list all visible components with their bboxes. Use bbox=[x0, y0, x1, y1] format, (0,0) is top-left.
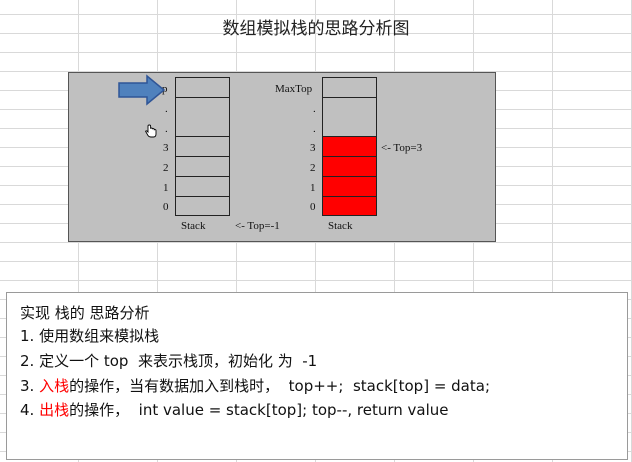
right-label-3: 3 bbox=[310, 142, 316, 154]
left-label-0: 0 bbox=[163, 201, 169, 213]
left-stack-cell-gap bbox=[175, 97, 230, 137]
note-item-3-text: 的操作，当有数据加入到栈时， top++; stack[top] = data; bbox=[69, 377, 491, 395]
right-label-0: 0 bbox=[310, 201, 316, 213]
left-top-pointer: <- Top=-1 bbox=[235, 220, 280, 232]
note-item-2-text: 2. 定义一个 top 来表示栈顶，初始化 为 -1 bbox=[20, 352, 318, 370]
notes-heading: 实现 栈的 思路分析 bbox=[20, 304, 150, 322]
left-stack-cell-3 bbox=[175, 136, 230, 157]
right-top-pointer: <- Top=3 bbox=[381, 142, 423, 154]
left-stack-cell-top bbox=[175, 77, 230, 98]
note-item-4-text: 的操作， int value = stack[top]; top--, retu… bbox=[69, 401, 449, 419]
note-item-3-prefix: 3. bbox=[20, 377, 40, 395]
left-label-1: 1 bbox=[163, 182, 169, 194]
note-item-4-keyword: 出栈 bbox=[39, 401, 70, 419]
notes-panel: 实现 栈的 思路分析 1. 使用数组来模拟栈 2. 定义一个 top 来表示栈顶… bbox=[6, 292, 628, 460]
arrow-right-icon bbox=[118, 74, 166, 106]
note-item-2: 2. 定义一个 top 来表示栈顶，初始化 为 -1 bbox=[20, 350, 317, 371]
right-stack-cell-0 bbox=[322, 196, 377, 216]
note-item-4: 4. 出栈的操作， int value = stack[top]; top--,… bbox=[20, 399, 449, 420]
hand-cursor-icon bbox=[145, 124, 157, 138]
left-label-dot-2: . bbox=[165, 123, 168, 135]
left-stack-cell-2 bbox=[175, 156, 230, 177]
right-label-dot-1: . bbox=[313, 103, 316, 115]
right-stack-cell-2 bbox=[322, 156, 377, 177]
diagram-title: 数组模拟栈的思路分析图 bbox=[222, 19, 410, 39]
right-label-1: 1 bbox=[310, 182, 316, 194]
note-item-1-text: 1. 使用数组来模拟栈 bbox=[20, 327, 160, 345]
note-item-1: 1. 使用数组来模拟栈 bbox=[20, 325, 159, 346]
note-item-3: 3. 入栈的操作，当有数据加入到栈时， top++; stack[top] = … bbox=[20, 375, 490, 396]
right-stack-cell-1 bbox=[322, 176, 377, 197]
right-label-dot-2: . bbox=[313, 123, 316, 135]
left-stack-cell-0 bbox=[175, 196, 230, 216]
note-item-3-keyword: 入栈 bbox=[39, 377, 70, 395]
right-stack-cell-3 bbox=[322, 136, 377, 157]
right-stack-caption: Stack bbox=[328, 220, 353, 232]
note-item-4-prefix: 4. bbox=[20, 401, 40, 419]
right-label-2: 2 bbox=[310, 162, 316, 174]
left-stack-cell-1 bbox=[175, 176, 230, 197]
left-label-top: p bbox=[162, 83, 168, 95]
right-label-maxtop: MaxTop bbox=[275, 83, 313, 95]
left-label-3: 3 bbox=[163, 142, 169, 154]
right-stack-cell-gap bbox=[322, 97, 377, 137]
left-label-2: 2 bbox=[163, 162, 169, 174]
right-stack-cell-top bbox=[322, 77, 377, 98]
left-stack-caption: Stack bbox=[181, 220, 206, 232]
stack-diagram: p . . 3 2 1 0 Stack <- Top=-1 MaxTop . .… bbox=[68, 72, 496, 242]
left-label-dot-1: . bbox=[165, 103, 168, 115]
